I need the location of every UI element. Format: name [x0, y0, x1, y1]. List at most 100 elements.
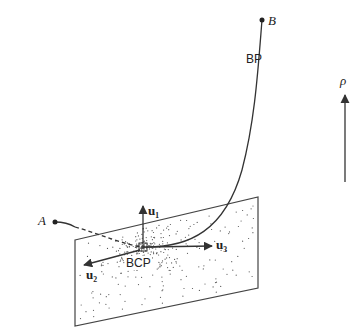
- density-dot: [152, 275, 153, 276]
- density-dot: [141, 246, 142, 247]
- density-dot: [214, 241, 215, 242]
- density-dot: [117, 262, 118, 263]
- density-dot: [102, 265, 103, 266]
- density-dot: [199, 242, 200, 243]
- density-dot: [252, 232, 253, 233]
- density-dot: [128, 271, 129, 272]
- density-dot: [153, 237, 154, 238]
- density-dot: [103, 273, 104, 274]
- density-dot: [139, 253, 140, 254]
- density-dot: [105, 304, 106, 305]
- density-dot: [138, 284, 139, 285]
- density-dot: [187, 253, 188, 254]
- density-dot: [141, 247, 142, 248]
- density-dot: [85, 311, 86, 312]
- density-dot: [93, 310, 94, 311]
- density-dot: [238, 226, 239, 227]
- density-dot: [107, 263, 108, 264]
- density-dot: [248, 238, 249, 239]
- density-dot: [108, 294, 109, 295]
- vector-u1: [142, 206, 143, 243]
- density-dot: [180, 279, 181, 280]
- density-dot: [143, 244, 144, 245]
- density-dot: [253, 218, 254, 219]
- density-dot: [210, 223, 211, 224]
- density-dot: [118, 266, 119, 267]
- density-dot: [127, 251, 128, 252]
- density-dot: [120, 260, 121, 261]
- density-dot: [192, 288, 193, 289]
- density-dot: [242, 210, 243, 211]
- density-dot: [120, 261, 121, 262]
- density-dot: [213, 286, 214, 287]
- density-dot: [152, 248, 153, 249]
- density-dot: [231, 261, 232, 262]
- density-dot: [123, 260, 124, 261]
- density-dot: [99, 302, 100, 303]
- density-dot: [197, 222, 198, 223]
- density-dot: [143, 248, 144, 249]
- density-dot: [215, 260, 216, 261]
- density-dot: [136, 253, 137, 254]
- density-dot: [154, 237, 155, 238]
- density-dot: [152, 257, 153, 258]
- density-dot: [186, 243, 187, 244]
- density-dot: [156, 227, 157, 228]
- density-dot: [144, 245, 145, 246]
- density-dot: [209, 259, 210, 260]
- density-dot: [241, 220, 242, 221]
- density-dot: [136, 252, 137, 253]
- density-dot: [121, 258, 122, 259]
- density-dot: [135, 247, 136, 248]
- density-dot: [242, 241, 243, 242]
- density-dot: [160, 297, 161, 298]
- density-dot: [136, 247, 137, 248]
- bond-path-solid: [143, 20, 262, 247]
- density-dot: [198, 266, 199, 267]
- density-dot: [139, 239, 140, 240]
- density-dot: [185, 237, 186, 238]
- density-dot: [141, 248, 142, 249]
- density-dot: [237, 256, 238, 257]
- density-dot: [142, 245, 143, 246]
- density-dot: [142, 245, 143, 246]
- density-dot: [166, 228, 167, 229]
- density-dot: [166, 262, 167, 263]
- density-dot: [143, 252, 144, 253]
- density-dot: [177, 258, 178, 259]
- density-dot: [153, 232, 154, 233]
- density-dot: [196, 247, 197, 248]
- density-dot: [93, 297, 94, 298]
- density-dot: [204, 283, 205, 284]
- density-dot: [158, 225, 159, 226]
- density-dot: [165, 259, 166, 260]
- density-dot: [153, 252, 154, 253]
- density-dot: [190, 226, 191, 227]
- density-dot: [135, 247, 136, 248]
- density-dot: [101, 264, 102, 265]
- density-dot: [199, 290, 200, 291]
- density-dot: [216, 292, 217, 293]
- density-dot: [143, 248, 144, 249]
- density-dot: [120, 273, 121, 274]
- density-dot: [193, 224, 194, 225]
- density-dot: [143, 245, 144, 246]
- density-dot: [153, 253, 154, 254]
- atom-label: B: [268, 14, 276, 28]
- density-dot: [87, 256, 88, 257]
- density-dot: [152, 243, 153, 244]
- density-dot: [151, 251, 152, 252]
- density-dot: [151, 236, 152, 237]
- density-dot: [144, 298, 145, 299]
- density-dot: [149, 248, 150, 249]
- density-dot: [169, 270, 170, 271]
- density-dot: [203, 268, 204, 269]
- density-dot: [159, 266, 160, 267]
- density-dot: [93, 316, 94, 317]
- density-dot: [174, 259, 175, 260]
- density-dot: [135, 240, 136, 241]
- density-dot: [166, 257, 167, 258]
- density-dot: [80, 275, 81, 276]
- density-dot: [211, 229, 212, 230]
- density-dot: [122, 239, 123, 240]
